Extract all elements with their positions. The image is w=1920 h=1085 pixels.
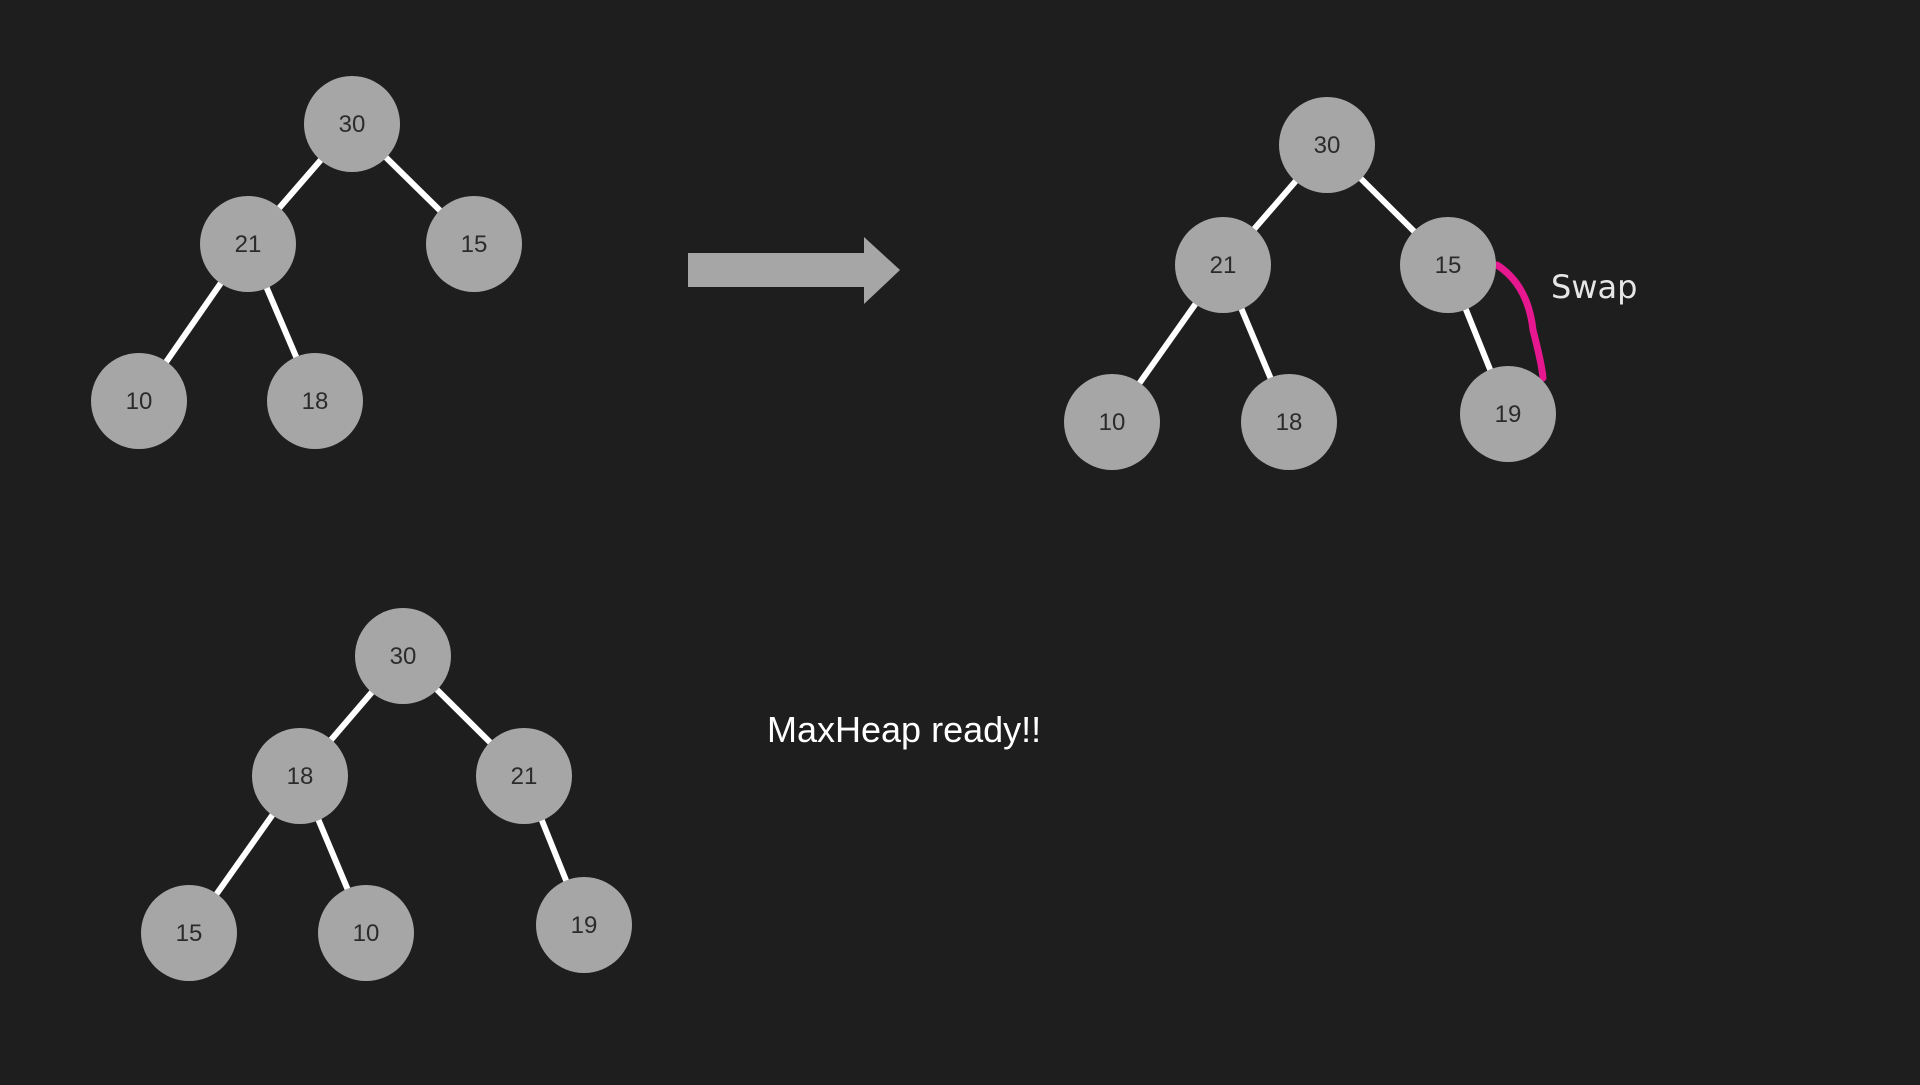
tree-edge <box>1249 176 1301 234</box>
node-value: 21 <box>511 763 538 790</box>
arrow-shaft <box>688 253 868 287</box>
swap-label: Swap <box>1551 268 1637 306</box>
tree-node <box>355 608 451 704</box>
tree-edge <box>1461 304 1495 375</box>
node-value: 18 <box>1276 409 1303 436</box>
tree-node <box>1279 97 1375 193</box>
node-value: 15 <box>1435 252 1462 279</box>
node-value: 30 <box>339 111 366 138</box>
node-value: 21 <box>1210 252 1237 279</box>
node-value: 10 <box>126 388 153 415</box>
tree-edge <box>1237 304 1275 383</box>
node-value: 10 <box>1099 409 1126 436</box>
tree-node <box>318 885 414 981</box>
tree-node <box>252 728 348 824</box>
tree-edge <box>432 684 495 748</box>
node-value: 19 <box>1495 401 1522 428</box>
node-value: 18 <box>287 763 314 790</box>
tree-node <box>91 353 187 449</box>
tree-edge <box>314 815 352 894</box>
tree-edge <box>537 815 571 886</box>
tree-node <box>1064 374 1160 470</box>
tree-node <box>1241 374 1337 470</box>
maxheap-ready-caption: MaxHeap ready!! <box>767 709 1041 750</box>
tree-node <box>304 76 400 172</box>
tree-layer: 30 21 15 10 18 30 21 15 10 18 19 30 18 21 15 10 19 <box>91 76 1556 981</box>
tree-node <box>426 196 522 292</box>
node-value: 15 <box>176 920 203 947</box>
tree-edge <box>262 283 301 362</box>
node-value: 15 <box>461 231 488 258</box>
node-value: 10 <box>353 920 380 947</box>
node-value: 30 <box>390 643 417 670</box>
tree-node <box>1460 366 1556 462</box>
node-value: 18 <box>302 388 329 415</box>
tree-edge <box>274 155 326 213</box>
swap-highlight-curve <box>1493 261 1547 382</box>
tree-result: 30 18 21 15 10 19 <box>141 608 632 981</box>
tree-inserted: 30 21 15 10 18 19 <box>1064 97 1556 470</box>
tree-node <box>141 885 237 981</box>
arrow-head <box>864 237 900 304</box>
tree-before: 30 21 15 10 18 <box>91 76 522 449</box>
tree-edge <box>1134 299 1201 388</box>
transition-arrow <box>688 237 900 304</box>
tree-node <box>536 877 632 973</box>
tree-edge <box>326 687 377 745</box>
tree-edge <box>381 152 445 216</box>
tree-node <box>476 728 572 824</box>
node-value: 19 <box>571 912 598 939</box>
tree-node <box>200 196 296 292</box>
tree-edge <box>211 810 278 899</box>
tree-edge <box>161 278 226 367</box>
tree-node <box>1400 217 1496 313</box>
node-value: 30 <box>1314 132 1341 159</box>
node-value: 21 <box>235 231 262 258</box>
tree-node <box>267 353 363 449</box>
tree-node <box>1175 217 1271 313</box>
tree-edge <box>1356 173 1419 237</box>
